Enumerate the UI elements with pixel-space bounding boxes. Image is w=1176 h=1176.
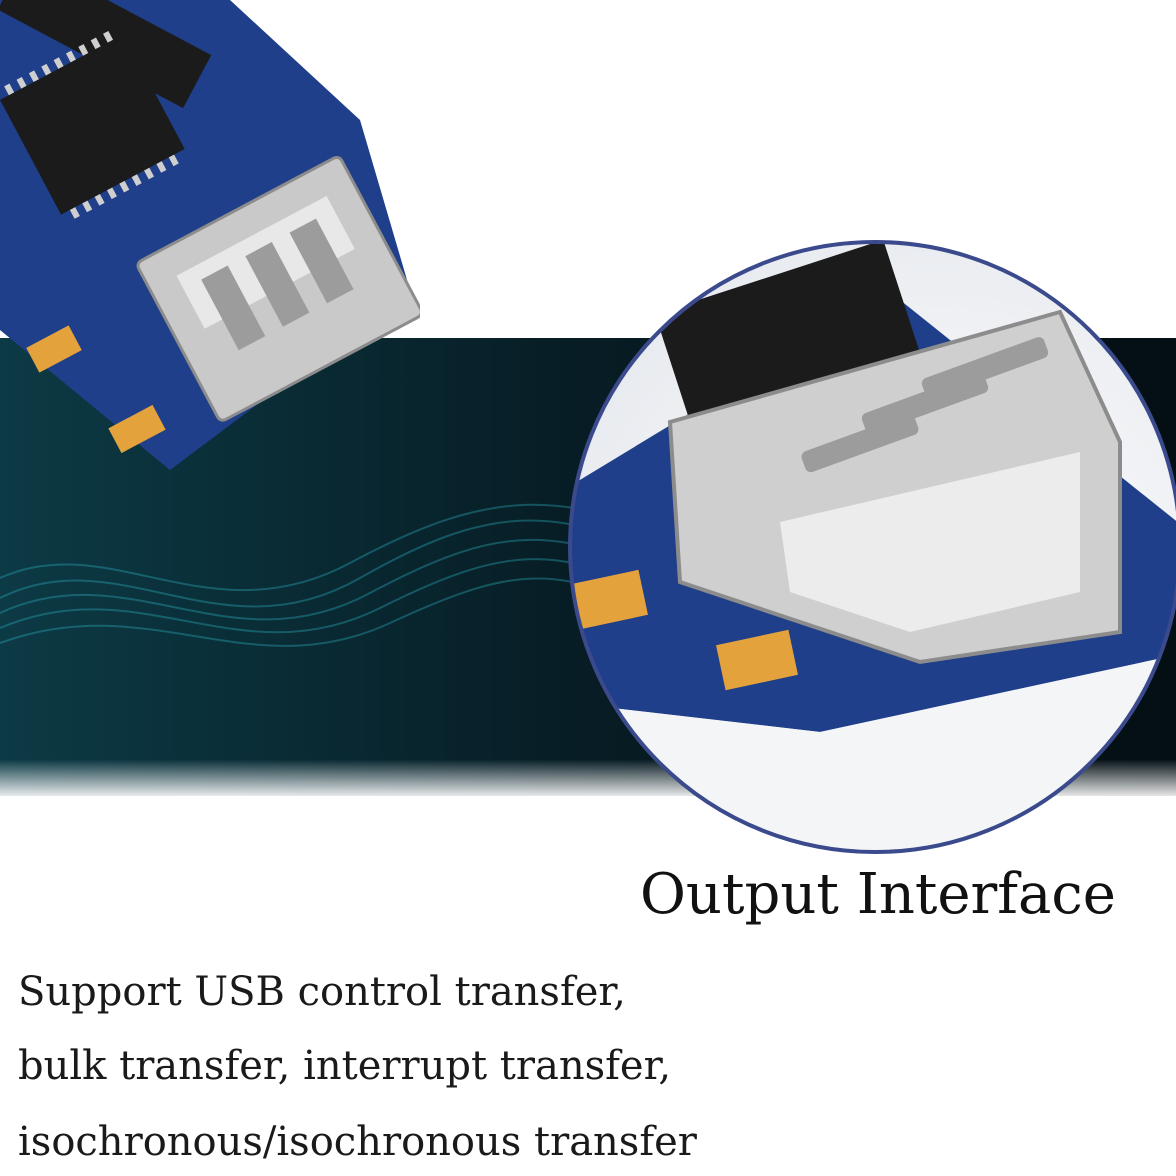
usb-board-photo <box>0 0 420 470</box>
usb-port <box>136 155 420 422</box>
description-line-1: Support USB control transfer, <box>18 969 626 1015</box>
magnified-usb-port <box>667 309 1122 665</box>
chip <box>0 30 185 219</box>
description-line-2: bulk transfer, interrupt transfer, <box>18 1043 672 1089</box>
description-line-3: isochronous/isochronous transfer <box>18 1119 697 1165</box>
output-interface-caption: Output Interface <box>640 862 1116 927</box>
magnified-view-circle <box>568 240 1176 854</box>
